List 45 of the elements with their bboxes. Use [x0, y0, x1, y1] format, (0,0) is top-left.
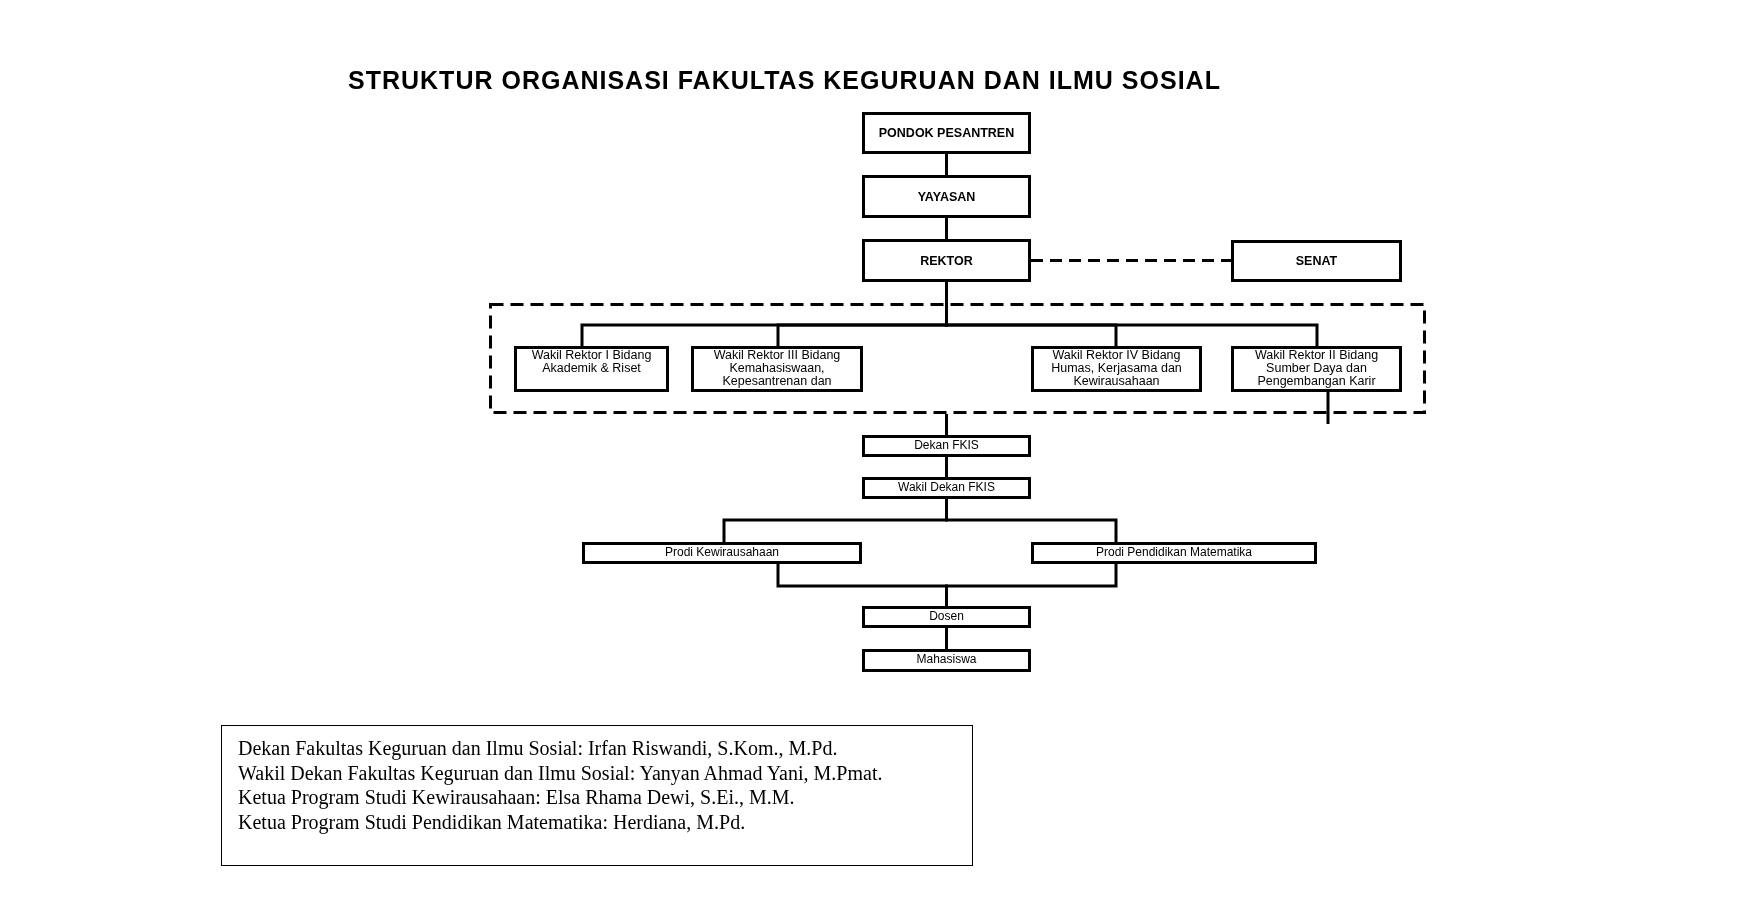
org-chart-box [1031, 542, 1317, 564]
connector-line [945, 628, 948, 649]
role-label: Prodi Pendidikan Matematika [1095, 545, 1253, 559]
org-chart-box [862, 239, 1031, 282]
role-label: PONDOK PESANTREN [878, 126, 1015, 140]
role-label: Prodi Kewirausahaan [664, 545, 780, 559]
dashed-group-frame [489, 303, 1426, 414]
staff-note: Ketua Program Studi Pendidikan Matematika: Herdiana, M.Pd. [238, 809, 746, 834]
role-label: Wakil Dekan FKIS [898, 480, 995, 494]
connector-line [945, 499, 1118, 542]
connector-line [945, 457, 948, 477]
org-chart-box [862, 435, 1031, 457]
role-label: Wakil Rektor II Bidang Sumber Daya dan Pengembangan Karir [1253, 349, 1380, 388]
role-label: YAYASAN [917, 189, 976, 204]
role-label: Dekan FKIS [914, 438, 979, 452]
org-chart-box [862, 477, 1031, 499]
org-chart-box [862, 112, 1031, 154]
org-chart-box [1231, 240, 1402, 282]
org-chart-box [1231, 346, 1402, 392]
staff-note: Dekan Fakultas Keguruan dan Ilmu Sosial: Irfan Riswandi, S.Kom., M.Pd. [238, 736, 838, 761]
connector-line [945, 154, 948, 175]
page-title: STRUKTUR ORGANISASI FAKULTAS KEGURUAN DAN ILMU SOSIAL [348, 66, 1221, 94]
dashed-connector [1031, 259, 1231, 262]
role-label: Dosen [929, 609, 964, 623]
staff-note: Ketua Program Studi Kewirausahaan: Elsa Rhama Dewi, S.Ei., M.M. [238, 785, 795, 810]
org-chart-box [862, 606, 1031, 628]
org-chart-box [862, 175, 1031, 218]
org-chart-box [514, 346, 669, 392]
connector-line [945, 218, 948, 239]
role-label: SENAT [1295, 254, 1338, 268]
role-label: Mahasiswa [916, 652, 977, 666]
connector-line [945, 414, 948, 435]
connector-line [945, 282, 1319, 346]
org-chart-box [1031, 346, 1202, 392]
info-panel [221, 725, 973, 866]
connector-line [945, 564, 1118, 606]
role-label: Wakil Rektor IV Bidang Humas, Kerjasama dan Kewirausahaan [1050, 349, 1183, 388]
org-chart-box [691, 346, 863, 392]
staff-note: Wakil Dekan Fakultas Keguruan dan Ilmu Sosial: Yanyan Ahmad Yani, M.Pmat. [238, 760, 883, 785]
org-chart-box [862, 649, 1031, 672]
role-label: REKTOR [920, 253, 973, 268]
stub-line [1326, 392, 1330, 424]
role-label: Wakil Rektor I Bidang Akademik & Riset [530, 349, 653, 375]
org-chart-box [582, 542, 862, 564]
role-label: Wakil Rektor III Bidang Kemahasiswaan, Kepesantrenan dan [712, 349, 842, 388]
